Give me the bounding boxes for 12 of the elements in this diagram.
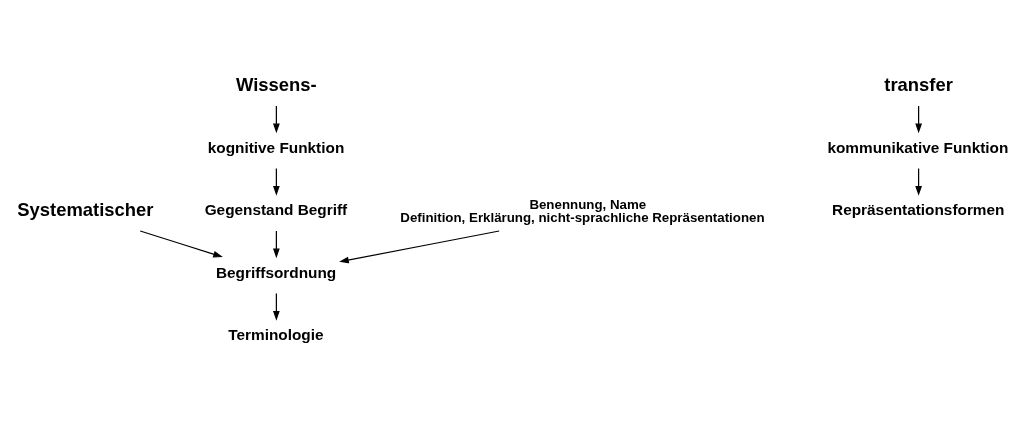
node-text: Wissens- bbox=[235, 74, 317, 96]
node-text: kognitive Funktion bbox=[207, 138, 345, 156]
node-text: Gegenstand Begriff bbox=[204, 201, 348, 219]
node-text: Benennung, Name Definition, Erklärung, nicht-sprachliche Repräsentationen bbox=[400, 196, 765, 226]
node-text: Repräsentationsformen bbox=[832, 201, 1005, 219]
arrow bbox=[339, 230, 500, 264]
node-text: transfer bbox=[884, 74, 953, 96]
node-text: Begriffsordnung bbox=[215, 263, 337, 281]
node-text: Systematischer bbox=[17, 198, 154, 220]
node-text: kommunikative Funktion bbox=[827, 138, 1009, 156]
node-text: Terminologie bbox=[228, 326, 324, 344]
arrow bbox=[139, 230, 223, 258]
